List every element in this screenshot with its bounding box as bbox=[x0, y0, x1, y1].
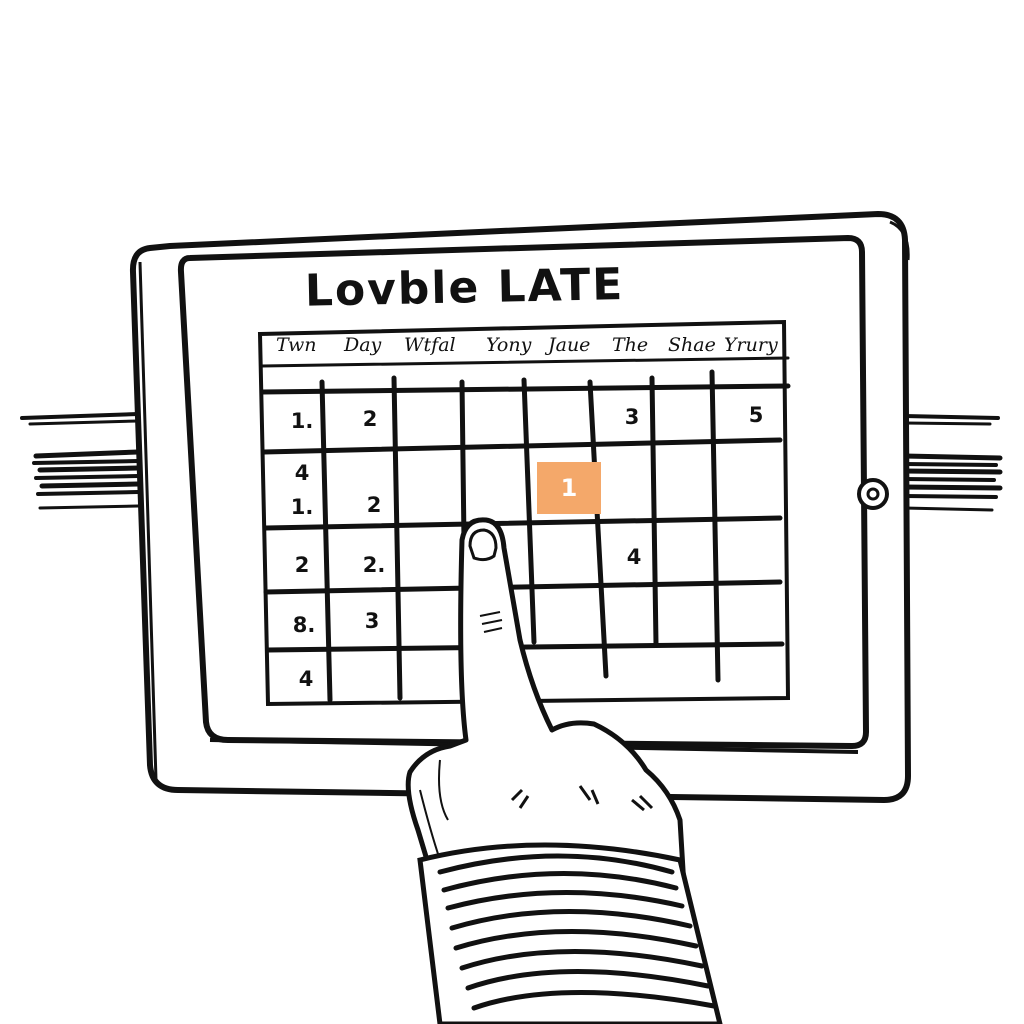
calendar-day-number: 1. bbox=[290, 409, 314, 433]
calendar-day-number: 8. bbox=[292, 613, 316, 637]
calendar-cell[interactable] bbox=[326, 392, 396, 450]
home-button-icon bbox=[857, 478, 889, 510]
calendar-day-number: 4 bbox=[294, 461, 310, 485]
column-header: Yrury bbox=[724, 334, 778, 356]
pointing-hand-icon bbox=[405, 517, 723, 1024]
calendar-day-number: 3 bbox=[624, 405, 640, 429]
selected-cell-highlight bbox=[537, 462, 601, 514]
calendar-day-number: 4 bbox=[298, 667, 314, 691]
home-button[interactable] bbox=[856, 477, 890, 511]
column-header: The bbox=[612, 334, 649, 356]
column-header: Wtfal bbox=[404, 334, 456, 356]
calendar-cell[interactable] bbox=[592, 390, 652, 444]
motion-lines-right bbox=[901, 414, 1003, 512]
column-header: Twn bbox=[276, 334, 317, 356]
calendar-day-number: 3 bbox=[364, 609, 380, 633]
calendar-cell[interactable] bbox=[398, 390, 462, 446]
calendar-day-number: 2. bbox=[362, 553, 386, 577]
column-header: Shae bbox=[668, 334, 716, 356]
calendar-day-number: 2 bbox=[366, 493, 382, 517]
calendar-day-number: 5 bbox=[748, 403, 764, 427]
app-title: Lovble LATE bbox=[304, 259, 625, 317]
column-header: Jaue bbox=[548, 334, 591, 356]
calendar-day-number: 4 bbox=[626, 545, 642, 569]
motion-lines-left bbox=[20, 412, 141, 510]
calendar-cell[interactable] bbox=[716, 386, 782, 440]
column-header: Day bbox=[344, 334, 382, 356]
selected-calendar-cell[interactable]: 1 bbox=[560, 474, 578, 502]
column-header: Yony bbox=[486, 334, 532, 356]
calendar-day-number: 2 bbox=[294, 553, 310, 577]
calendar-day-number: 2 bbox=[362, 407, 378, 431]
calendar-grid bbox=[257, 319, 791, 707]
calendar-day-number: 1. bbox=[290, 495, 314, 519]
